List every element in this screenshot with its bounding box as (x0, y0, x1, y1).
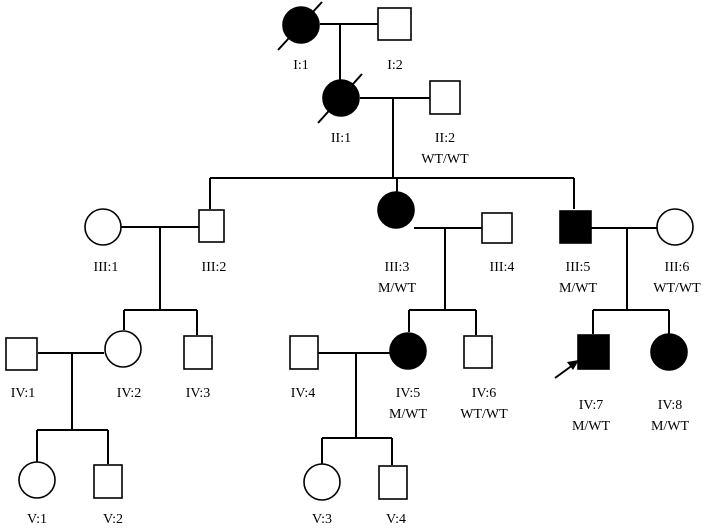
male-symbol (289, 335, 319, 370)
male-symbol (378, 465, 408, 500)
individual-IV-5: IV:5 M/WT (389, 332, 428, 422)
individual-id: III:3 (385, 260, 410, 275)
individual-id: V:2 (103, 512, 123, 527)
individual-III-5: III:5 M/WT (559, 210, 598, 296)
individual-id: IV:1 (11, 386, 36, 401)
individual-IV-3: IV:3 (183, 335, 213, 401)
proband-arrow-icon (554, 360, 579, 379)
female-symbol (84, 208, 122, 246)
affected-male-symbol (577, 334, 610, 370)
individual-V-4: V:4 (378, 465, 408, 527)
female-symbol (303, 463, 341, 501)
individual-II-1: II:1 (317, 73, 363, 146)
individual-id: III:2 (202, 260, 227, 275)
male-symbol (5, 337, 38, 371)
individual-id: I:1 (293, 58, 309, 73)
individual-id: V:4 (386, 512, 406, 527)
individual-V-2: V:2 (93, 464, 123, 527)
individual-id: V:1 (27, 512, 47, 527)
female-symbol (656, 208, 694, 246)
genotype-label: M/WT (651, 419, 690, 434)
individual-id: III:6 (665, 260, 690, 275)
male-symbol (93, 464, 123, 499)
individual-id: IV:2 (117, 386, 142, 401)
individual-id: I:2 (387, 58, 403, 73)
genotype-label: M/WT (572, 419, 611, 434)
individual-III-1: III:1 (84, 208, 122, 275)
individual-III-2: III:2 (198, 209, 227, 275)
individual-IV-6: IV:6 WT/WT (460, 335, 508, 422)
affected-female-symbol (377, 191, 415, 229)
individual-III-4: III:4 (481, 212, 515, 275)
male-symbol (183, 335, 213, 370)
individual-id: IV:8 (658, 398, 683, 413)
individual-id: II:2 (435, 131, 455, 146)
pedigree-lines (36, 23, 670, 465)
individual-V-3: V:3 (303, 463, 341, 527)
female-symbol (18, 461, 56, 499)
affected-female-symbol (650, 333, 688, 371)
genotype-label: M/WT (559, 281, 598, 296)
genotype-label: M/WT (378, 281, 417, 296)
individual-id: III:5 (566, 260, 591, 275)
individual-IV-8: IV:8 M/WT (650, 333, 690, 434)
male-symbol (481, 212, 513, 244)
genotype-label: WT/WT (421, 152, 469, 167)
individual-III-3: III:3 M/WT (377, 191, 417, 296)
individual-IV-2: IV:2 (104, 330, 142, 401)
individual-id: II:1 (331, 131, 351, 146)
individual-IV-7: IV:7 M/WT (554, 334, 611, 434)
individual-IV-1: IV:1 (5, 337, 38, 401)
individual-V-1: V:1 (18, 461, 56, 527)
male-symbol (463, 335, 493, 369)
individual-IV-4: IV:4 (289, 335, 319, 401)
male-symbol (198, 209, 225, 243)
affected-female-symbol (389, 332, 427, 370)
female-symbol (104, 330, 142, 368)
individual-I-2: I:2 (377, 7, 412, 73)
individual-id: III:1 (94, 260, 119, 275)
male-symbol (429, 80, 461, 115)
genotype-label: WT/WT (653, 281, 701, 296)
individual-id: IV:6 (472, 386, 497, 401)
individual-id: IV:3 (186, 386, 211, 401)
individual-III-6: III:6 WT/WT (653, 208, 701, 296)
individual-id: IV:7 (579, 398, 604, 413)
individual-id: IV:5 (396, 386, 421, 401)
individual-II-2: II:2 WT/WT (421, 80, 469, 167)
individual-id: V:3 (312, 512, 332, 527)
genotype-label: WT/WT (460, 407, 508, 422)
affected-male-symbol (559, 210, 592, 244)
male-symbol (377, 7, 412, 41)
deceased-slash (317, 73, 363, 124)
deceased-slash (277, 1, 323, 51)
individual-id: III:4 (490, 260, 515, 275)
individual-id: IV:4 (291, 386, 316, 401)
individual-I-1: I:1 (277, 1, 323, 73)
genotype-label: M/WT (389, 407, 428, 422)
